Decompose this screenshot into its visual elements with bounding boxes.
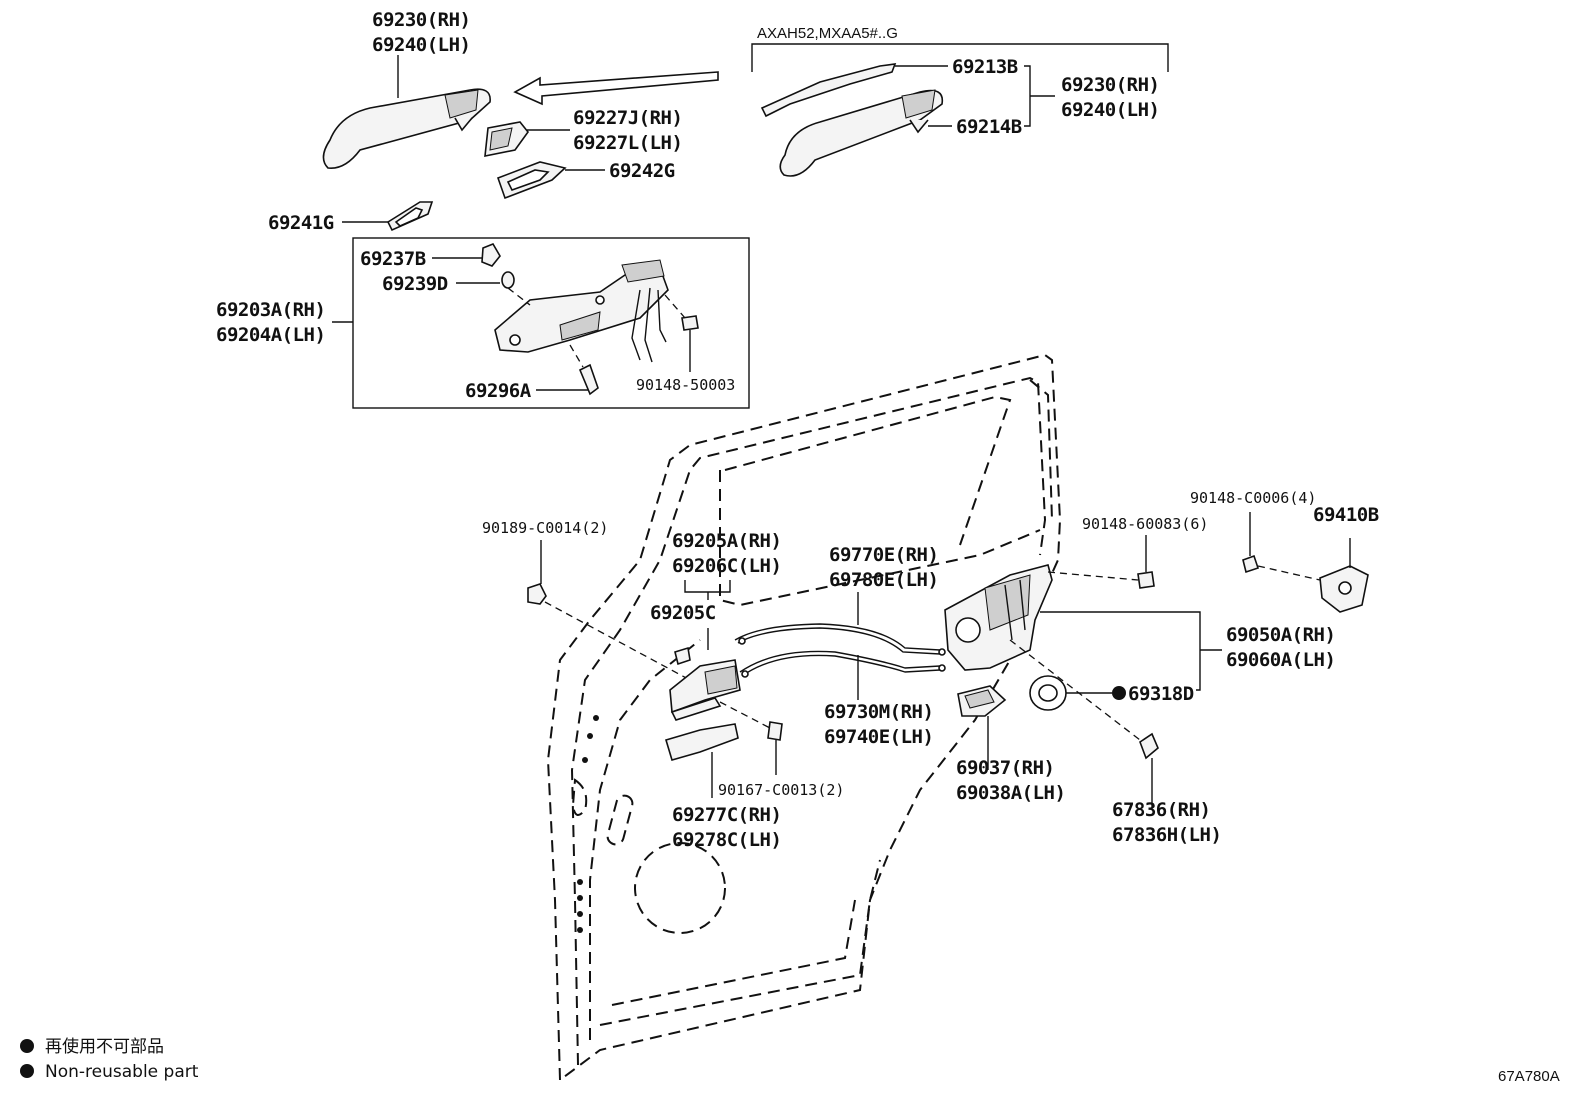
label-69213b: 69213B	[952, 56, 1018, 78]
label-69770e: 69770E(RH)	[829, 544, 938, 566]
clip-90189	[527, 583, 547, 605]
label-90189: 90189-C0014(2)	[482, 519, 608, 537]
dash-c0006	[1257, 565, 1321, 581]
clip-69237b	[481, 243, 501, 267]
label-69318d: 69318D	[1128, 683, 1194, 705]
screw-90148-c0006	[1242, 554, 1260, 574]
label-69740e: 69740E(LH)	[824, 726, 933, 748]
label-69050a: 69050A(RH)	[1226, 624, 1335, 646]
label-variant: AXAH52,MXAA5#..G	[757, 25, 898, 42]
label-69038a: 69038A(LH)	[956, 782, 1065, 804]
legend-text-en: Non-reusable part	[45, 1062, 199, 1082]
inside-handle-part	[669, 659, 741, 721]
label-69241g: 69241G	[268, 212, 334, 234]
label-69227j: 69227J(RH)	[573, 107, 682, 129]
dash-90167	[719, 701, 771, 729]
label-69037: 69037(RH)	[956, 757, 1054, 779]
legend-bullet-en	[20, 1064, 34, 1078]
dash-grommet	[1009, 639, 1141, 741]
dash-90189	[544, 601, 691, 681]
diagram-code: 67A780A	[1498, 1068, 1560, 1085]
dash-69296a	[569, 344, 584, 368]
screw-90148-60083	[1137, 571, 1155, 589]
label-69410b: 69410B	[1313, 504, 1379, 526]
label-90148-60083: 90148-60083(6)	[1082, 515, 1208, 533]
rear-pad-part	[386, 201, 434, 232]
label-69277c: 69277C(RH)	[672, 804, 781, 826]
clip-69205c	[674, 646, 691, 666]
label-67836h: 67836H(LH)	[1112, 824, 1221, 846]
label-69205a: 69205A(RH)	[672, 530, 781, 552]
outside-handle-variant	[779, 89, 944, 177]
outside-handle-top	[322, 88, 491, 169]
bracket-69205a	[684, 580, 731, 600]
handle-pad-part	[496, 161, 567, 200]
label-69240-top: 69240(LH)	[372, 34, 470, 56]
screw-90167	[767, 721, 783, 741]
label-69230-top: 69230(RH)	[372, 9, 470, 31]
plug-69296a	[578, 363, 599, 396]
non-reusable-mark-69318d	[1112, 686, 1126, 700]
door-lock-assembly	[944, 564, 1053, 671]
handle-cap-part	[484, 121, 530, 157]
grommet-67836	[1139, 732, 1159, 760]
washer-hole	[1038, 684, 1058, 702]
screw-90148-50003	[681, 315, 699, 372]
label-90148-50003: 90148-50003	[636, 376, 735, 394]
lock-cover-69037	[957, 685, 1007, 717]
label-69296a: 69296A	[465, 380, 532, 402]
direction-arrow	[513, 71, 719, 106]
variant-bracket	[751, 43, 1169, 72]
label-69730m: 69730M(RH)	[824, 701, 933, 723]
label-69206c: 69206C(LH)	[672, 555, 781, 577]
handle-frame-part	[494, 259, 669, 363]
legend: 再使用不可部品 Non-reusable part	[20, 1036, 199, 1082]
bracket-69230-right	[1024, 65, 1055, 127]
label-69278c: 69278C(LH)	[672, 829, 781, 851]
label-67836-rh: 67836(RH)	[1112, 799, 1210, 821]
label-90167: 90167-C0013(2)	[718, 781, 844, 799]
label-69060a: 69060A(LH)	[1226, 649, 1335, 671]
label-69240-right: 69240(LH)	[1061, 99, 1159, 121]
part-labels: 69230(RH) 69240(LH) 69227J(RH) 69227L(LH…	[216, 9, 1379, 851]
garnish-69213b	[760, 63, 897, 118]
label-69205c: 69205C	[650, 602, 716, 624]
legend-text-jp: 再使用不可部品	[45, 1036, 164, 1057]
cushion-69239d	[501, 271, 515, 289]
label-90148-c0006: 90148-C0006(4)	[1190, 489, 1316, 507]
dash-60083	[1047, 571, 1139, 581]
handle-frame-box	[352, 237, 750, 409]
legend-bullet-jp	[20, 1039, 34, 1053]
bezel-69277c	[665, 723, 739, 761]
label-69230-right: 69230(RH)	[1061, 74, 1159, 96]
label-69242g: 69242G	[609, 160, 675, 182]
bracket-69050a	[1040, 611, 1201, 691]
door-outline	[546, 353, 1062, 1082]
label-69214b: 69214B	[956, 116, 1022, 138]
label-69204a: 69204A(LH)	[216, 324, 325, 346]
label-69239d: 69239D	[382, 273, 448, 295]
dash-69239d	[507, 287, 531, 306]
label-69780e: 69780E(LH)	[829, 569, 938, 591]
striker-69410b	[1319, 565, 1369, 613]
control-cables	[734, 623, 946, 678]
label-69203a: 69203A(RH)	[216, 299, 325, 321]
dash-screw	[664, 294, 686, 319]
label-69237b: 69237B	[360, 248, 426, 270]
label-69227l: 69227L(LH)	[573, 132, 682, 154]
